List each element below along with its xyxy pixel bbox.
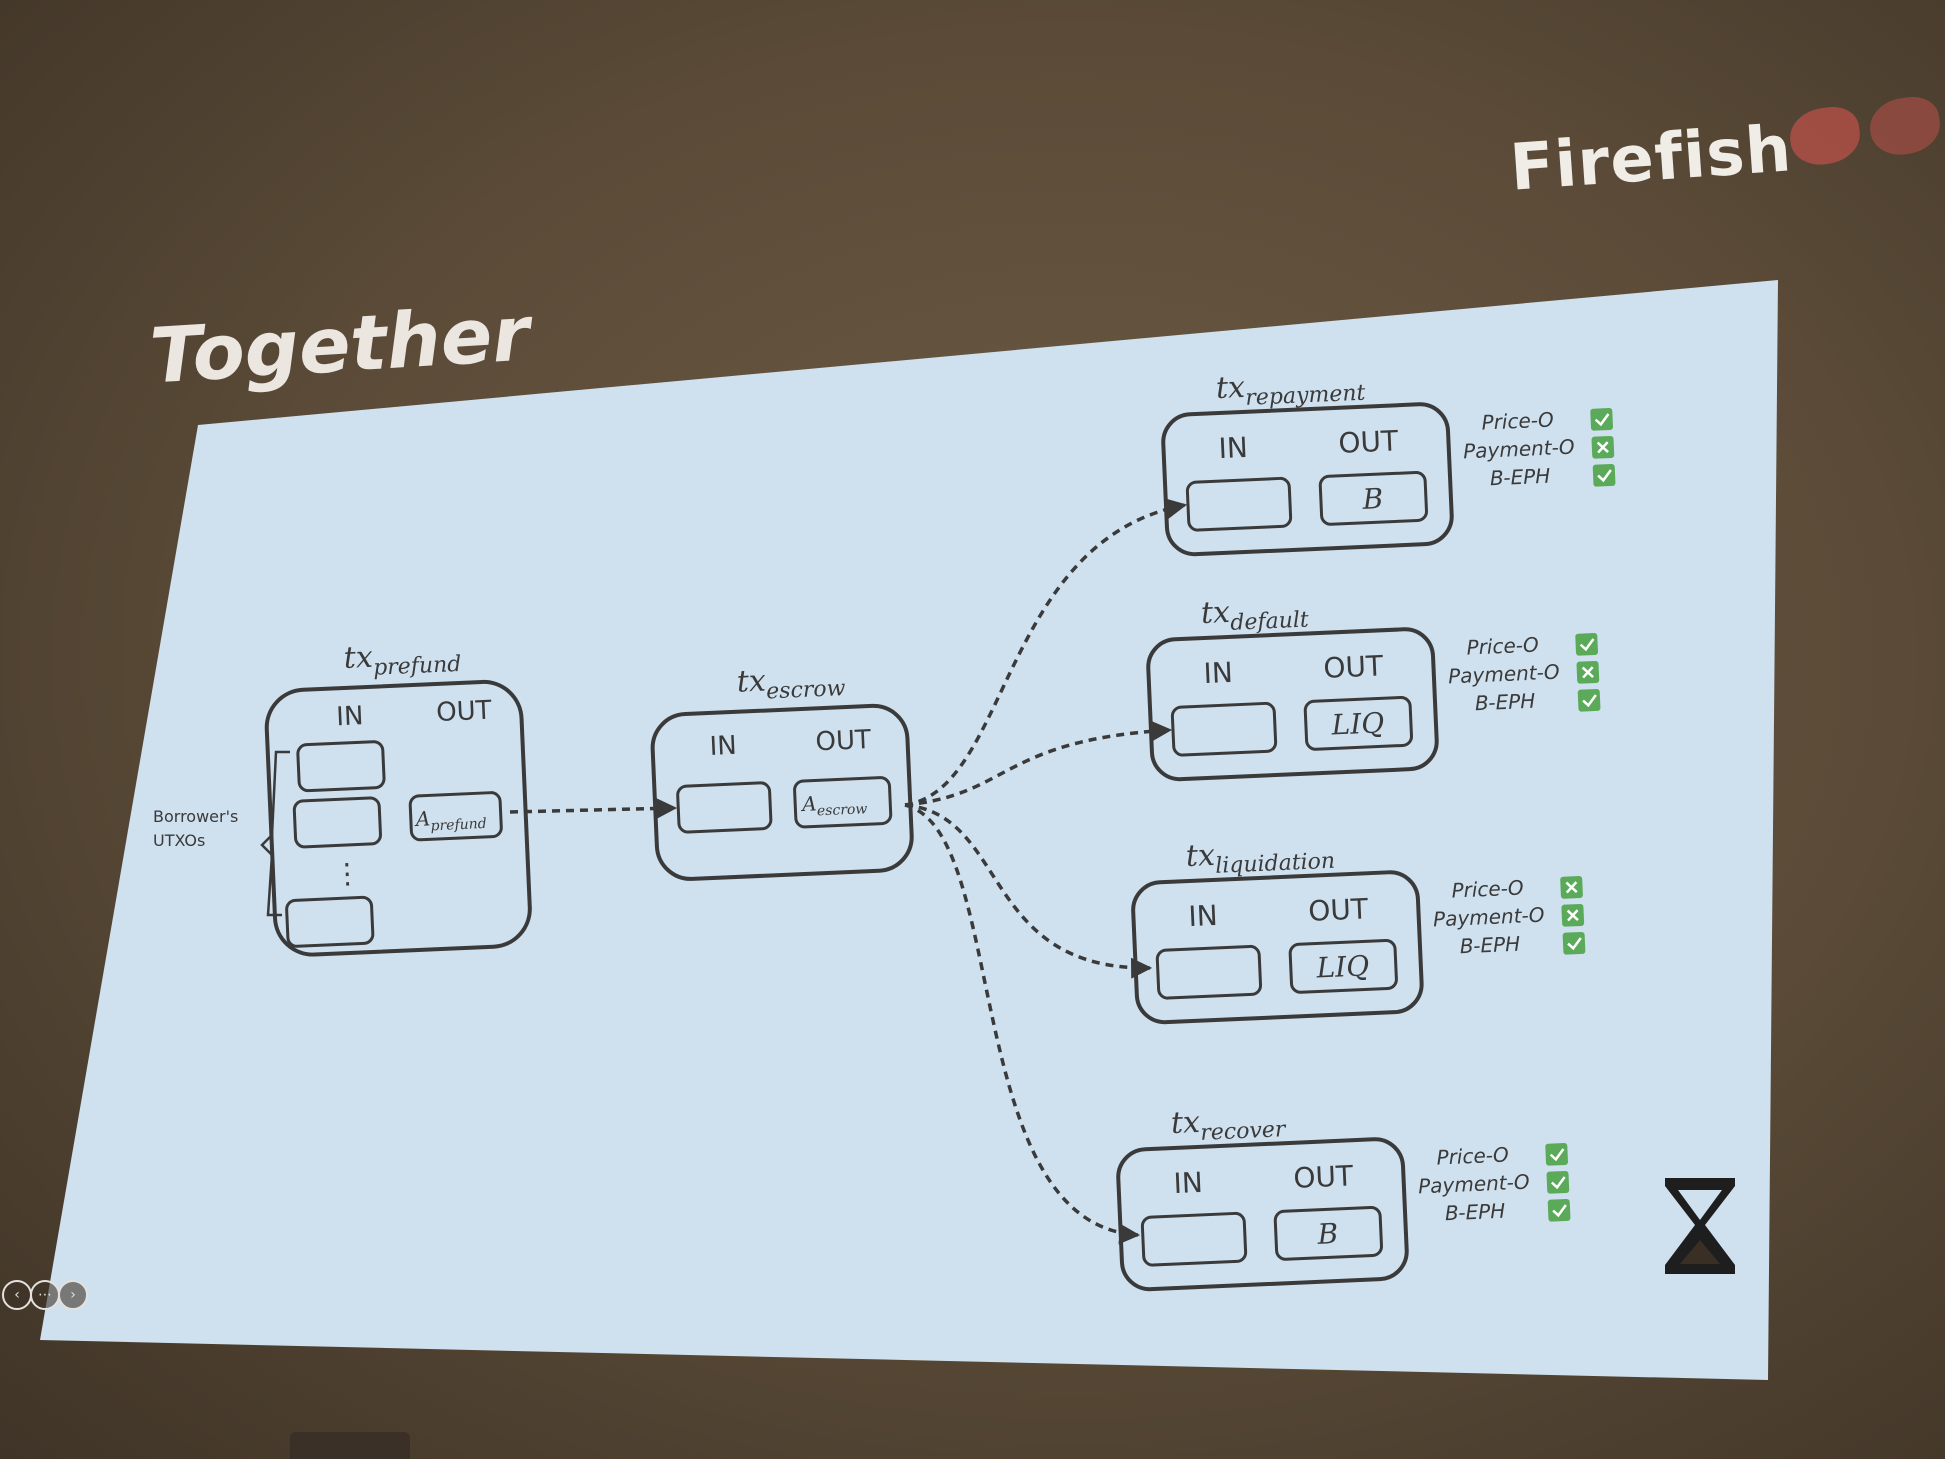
previous-slide-button[interactable]: ‹ [2,1280,32,1310]
tx-liquidation-title: txliquidation [1185,833,1335,880]
check-mark [1549,1148,1565,1162]
tx-liquidation-output-label: LIQ [1315,949,1370,984]
condition-label: Price-O [1436,1142,1509,1169]
escrow-to-repayment-arrow [904,498,1188,807]
tx-repayment-title: txrepayment [1215,365,1366,412]
check-mark [1597,469,1612,483]
condition-label: B-EPH [1459,932,1520,959]
next-slide-button[interactable]: › [58,1280,88,1310]
ellipsis: ⋮ [332,856,361,890]
check-icon [1545,1143,1568,1166]
tx-repayment-input-slot [1185,476,1293,532]
utxo-input-slot [296,740,386,793]
condition-label: Price-O [1451,875,1524,902]
utxo-brace [260,750,290,917]
transaction-diagram: Borrower's UTXOs txprefund IN OUT ⋮ Apre… [153,365,1735,1292]
utxo-input-slot [285,895,375,948]
check-icon [1575,633,1598,656]
escrow-output-slot [793,776,893,829]
tx-prefund-title: txprefund [343,636,462,682]
tx-default-output-slot [1303,695,1413,751]
tx-escrow-box: txescrow IN OUT Aescrow [650,660,914,881]
tx-default-out-label: OUT [1323,649,1385,685]
tx-prefund-in-label: IN [336,701,364,732]
tx-recover-input-slot [1140,1211,1248,1267]
tx-escrow-title: txescrow [736,660,846,706]
escrow-output-label: Aescrow [800,789,868,820]
condition-label: B-EPH [1489,464,1550,491]
tx-prefund-box: txprefund IN OUT ⋮ Aprefund [264,636,532,957]
tx-recover-output-label: B [1316,1217,1339,1251]
check-icon [1577,688,1601,712]
check-mark [1567,937,1582,951]
prefund-output-label: Aprefund [413,804,487,835]
tx-recover-output-slot [1273,1205,1383,1261]
escrow-to-recover-arrow [904,803,1141,1245]
slide-menu-button[interactable]: ⋯ [30,1280,60,1310]
condition-label: B-EPH [1474,689,1535,716]
tx-liquidation-output-slot [1288,938,1398,994]
escrow-branch-arrows [904,498,1188,1245]
check-icon [1562,931,1586,955]
check-mark [1552,1204,1567,1218]
condition-label: Payment-O [1418,1170,1530,1199]
tx-recover-out-label: OUT [1293,1159,1355,1195]
condition-label: Price-O [1481,407,1554,434]
escrow-input-slot [676,781,773,834]
tx-recover-title: txrecover [1170,1101,1287,1147]
tx-escrow-out-label: OUT [815,725,872,757]
check-mark [1551,1176,1566,1190]
tx-prefund-out-label: OUT [436,696,493,728]
condition-label: Payment-O [1448,660,1560,689]
cross-mark [1581,666,1594,679]
cross-mark [1565,881,1578,894]
hourglass-icon [1665,1178,1735,1274]
condition-label: Price-O [1466,632,1539,659]
check-icon [1546,1170,1570,1194]
prefund-output-slot [408,791,503,842]
tx-default-in-label: IN [1203,656,1234,690]
tx-default-output-label: LIQ [1330,706,1385,741]
condition-label: Payment-O [1463,435,1575,464]
check-icon [1547,1198,1571,1222]
tx-repayment-in-label: IN [1218,431,1249,465]
check-mark [1594,413,1610,427]
condition-label: B-EPH [1444,1199,1505,1226]
tx-repayment-out-label: OUT [1338,424,1400,460]
borrower-utxo-label: UTXOs [153,831,205,850]
cross-mark [1596,441,1609,454]
lectern-edge [290,1432,410,1459]
check-mark [1579,638,1595,652]
tx-default-title: txdefault [1200,591,1309,637]
tx-liquidation-in-label: IN [1188,899,1219,933]
tx-escrow-in-label: IN [709,731,737,762]
condition-label: Payment-O [1433,903,1545,932]
utxo-input-slot [292,796,382,849]
check-icon [1592,463,1616,487]
tx-default-input-slot [1170,701,1278,757]
tx-liquidation-input-slot [1155,944,1263,1000]
tx-liquidation-out-label: OUT [1308,892,1370,928]
escrow-to-default-arrow [904,720,1173,807]
cross-mark [1566,909,1579,922]
borrower-utxo-label: Borrower's [153,807,238,826]
slide-surface [40,280,1778,1380]
check-icon [1590,408,1613,431]
tx-repayment-output-label: B [1361,482,1384,516]
check-mark [1582,694,1597,708]
tx-recover-in-label: IN [1173,1166,1204,1200]
tx-repayment-output-slot [1318,470,1428,526]
